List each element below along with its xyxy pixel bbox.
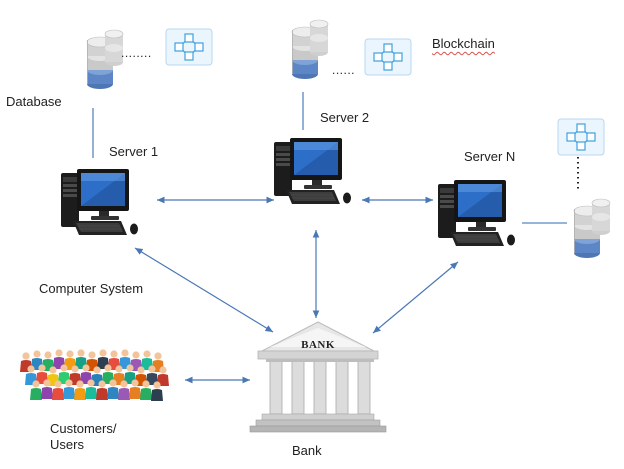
blockchain-icon-3 — [557, 118, 605, 156]
database2-blockchain-dots: ...... — [332, 63, 356, 77]
computer-system-label: Computer System — [39, 281, 144, 296]
database1-blockchain-dots: ........ — [121, 46, 152, 60]
bank-sign-text: BANK — [301, 339, 335, 351]
database-icon-1 — [86, 29, 124, 90]
customers-label-line1: Customers/ — [50, 421, 117, 436]
arrow-serverN-bank — [372, 261, 459, 334]
server1-label: Server 1 — [109, 144, 159, 159]
blockchain-icon-2 — [364, 38, 412, 76]
server2-computer-icon — [273, 137, 352, 205]
serverN-computer-icon — [437, 179, 516, 247]
serverN-label: Server N — [464, 149, 516, 164]
database-label: Database — [6, 94, 62, 109]
database-icon-2 — [291, 19, 329, 80]
bank-building-icon — [249, 321, 387, 433]
server2-label: Server 2 — [320, 110, 370, 125]
database-icon-3 — [573, 198, 611, 259]
blockchain-icon-1 — [165, 28, 213, 66]
blockchain-label: Blockchain — [432, 36, 495, 51]
bank-label: Bank — [292, 443, 322, 458]
server1-computer-icon — [60, 168, 139, 236]
customers-label-line2: Users — [50, 437, 84, 452]
arrow-server1-bank — [134, 247, 274, 333]
customers-crowd-icon — [20, 349, 169, 401]
